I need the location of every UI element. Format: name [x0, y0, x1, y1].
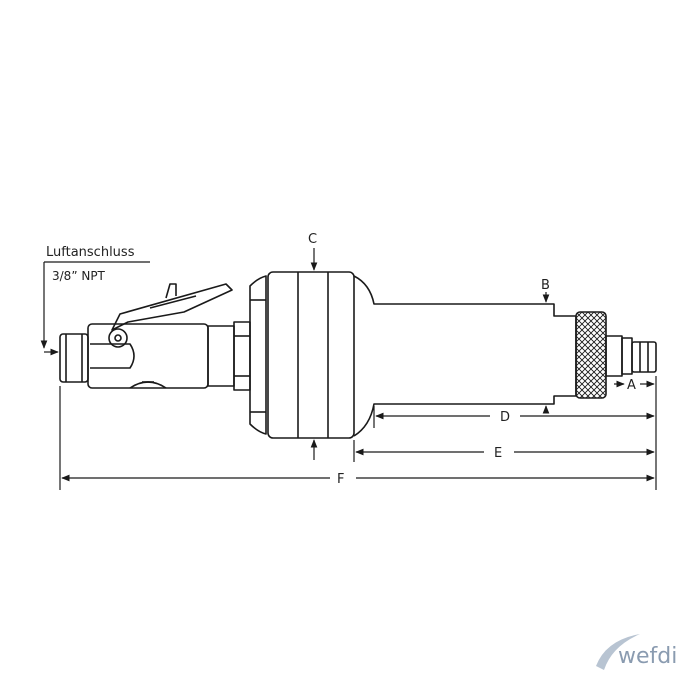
- air-connection-callout: [40, 261, 150, 356]
- knurled-nut: [575, 311, 607, 399]
- dimension-label-d: D: [500, 410, 510, 425]
- throttle-lever: [111, 283, 233, 331]
- wefdi-logo: wefdi: [596, 634, 677, 670]
- dimension-lines: [59, 248, 657, 490]
- dimension-label-c: C: [308, 232, 317, 247]
- valve-housing: [87, 323, 209, 389]
- air-connection-label: Luftanschluss: [46, 245, 135, 260]
- tool-outline: [59, 271, 657, 439]
- air-inlet-fitting: [59, 333, 89, 383]
- dimension-label-e: E: [494, 446, 502, 461]
- dimension-label-f: F: [337, 472, 344, 487]
- main-housing: [353, 275, 577, 437]
- output-spindle: [605, 335, 657, 377]
- thread-size-label: 3/8” NPT: [52, 269, 106, 283]
- guard-plate: [249, 275, 267, 435]
- watermark-brand: wefdi: [618, 644, 677, 669]
- swoosh-icon: [596, 634, 640, 670]
- dimension-label-a: A: [627, 378, 636, 393]
- dimension-label-b: B: [541, 278, 550, 293]
- coupling-collar: [207, 321, 251, 391]
- motor-head: [267, 271, 355, 439]
